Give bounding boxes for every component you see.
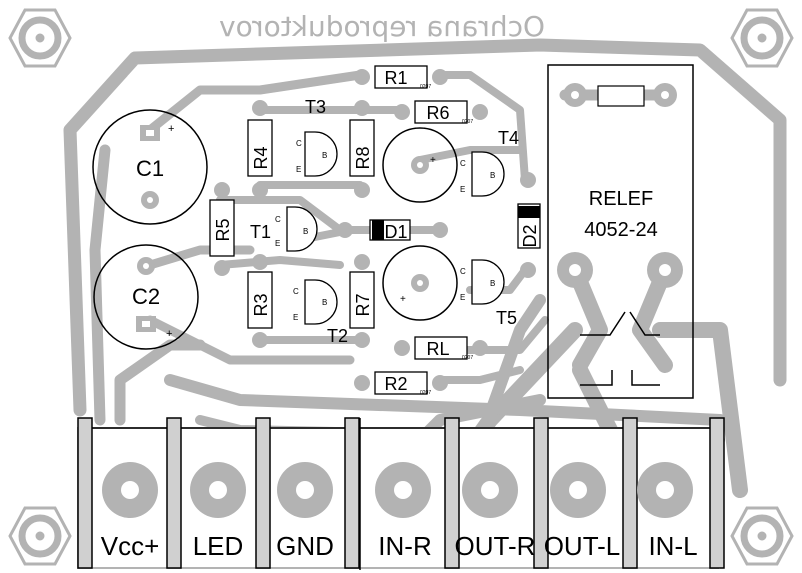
svg-text:D2: D2 [520,224,540,247]
mounting-hole-top-left [8,8,72,68]
capacitor-c2: + C2 [93,244,199,350]
resistor-r1: R1 0207 [354,65,448,90]
connector-label-led: LED [193,531,244,561]
resistor-r8: R8 [349,100,375,198]
svg-text:0207: 0207 [420,390,431,396]
label-t5: T5 [496,308,517,328]
capacitor-center-top: + [382,127,458,203]
capacitor-center-bottom: + [382,245,458,321]
transistor-t3: C E B T3 [296,97,338,177]
resistor-rl: RL 0207 [394,336,488,361]
svg-text:E: E [460,185,465,194]
svg-text:E: E [293,313,298,322]
diode-d1: D1 [337,219,448,242]
resistor-r2: R2 0207 [354,371,448,396]
svg-text:R6: R6 [426,103,449,123]
relay-name: RELEF [589,188,653,210]
transistor-t4: C E B T4 [460,128,519,197]
resistor-r7: R7 [349,254,375,348]
svg-text:C: C [460,159,466,168]
svg-text:C: C [293,287,299,296]
svg-text:R4: R4 [251,146,271,169]
relay: RELEF 4052-24 [547,64,694,399]
label-c2: C2 [132,284,160,309]
svg-text:0207: 0207 [420,84,431,90]
svg-text:D1: D1 [384,222,407,242]
transistor-t5: C E B T5 [460,259,517,328]
svg-text:+: + [168,123,174,135]
mounting-hole-bottom-left [8,506,72,566]
connector-label-out-r: OUT-R [455,531,536,561]
mounting-holes [8,8,794,566]
resistor-r6: R6 0207 [394,100,488,125]
svg-text:E: E [275,239,280,248]
label-c1: C1 [136,156,164,181]
svg-text:B: B [303,227,308,236]
connector-label-out-l: OUT-L [544,531,621,561]
svg-text:R2: R2 [384,374,407,394]
diode-d2: D2 [517,172,541,278]
svg-text:R7: R7 [353,293,373,316]
svg-text:0207: 0207 [462,119,473,125]
svg-text:B: B [322,298,327,307]
connector-label-gnd: GND [276,531,334,561]
svg-text:C: C [275,215,281,224]
connector-label-in-l: IN-L [648,531,697,561]
svg-text:+: + [430,155,436,166]
svg-text:B: B [490,279,495,288]
svg-text:+: + [166,328,172,340]
capacitor-c1: + C1 [92,109,208,225]
svg-text:C: C [460,267,466,276]
board-title: Ochrana reproduktorov [219,10,545,43]
transistor-t1: C E B T1 [250,206,318,252]
svg-text:RL: RL [426,339,449,359]
label-t1: T1 [250,222,271,242]
label-t3: T3 [305,97,326,117]
relay-part: 4052-24 [584,219,657,241]
connector-label-vcc: Vcc+ [101,531,160,561]
svg-text:+: + [400,294,406,305]
svg-text:E: E [296,165,301,174]
resistor-r3: R3 [247,254,273,348]
svg-text:B: B [490,171,495,180]
svg-text:R1: R1 [384,68,407,88]
mounting-hole-bottom-right [730,506,794,566]
label-t4: T4 [498,128,519,148]
svg-text:R3: R3 [251,293,271,316]
mounting-hole-top-right [730,8,794,68]
resistor-r4: R4 [247,100,273,198]
connector-label-in-r: IN-R [378,531,431,561]
svg-text:B: B [322,151,327,160]
svg-text:R8: R8 [353,146,373,169]
svg-text:R5: R5 [213,218,233,241]
transistor-t2: C E B T2 [293,279,348,346]
svg-text:E: E [460,293,465,302]
connector-strip: Vcc+ LED GND IN-R OUT-R OUT-L IN-L [77,417,725,570]
resistor-r5: R5 [209,182,235,276]
svg-text:0207: 0207 [462,355,473,361]
label-t2: T2 [327,326,348,346]
svg-text:C: C [296,139,302,148]
